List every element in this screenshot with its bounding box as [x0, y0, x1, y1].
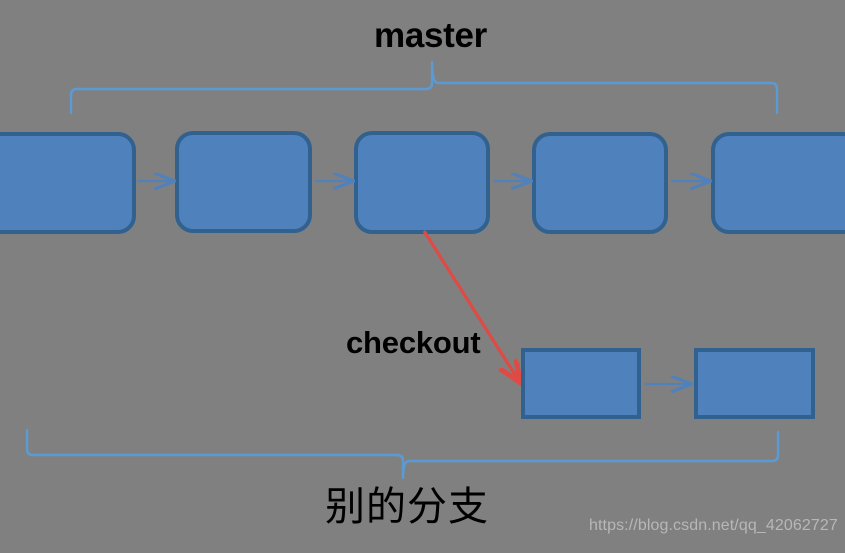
master-commit-node-3[interactable]: [354, 131, 490, 234]
branch-commit-node-1[interactable]: [521, 348, 641, 419]
other-branch-label: 别的分支: [325, 484, 489, 530]
master-commit-node-2[interactable]: [175, 131, 312, 233]
branch-commit-node-2[interactable]: [694, 348, 815, 419]
master-commit-node-1[interactable]: [0, 132, 136, 234]
checkout-label: checkout: [346, 325, 481, 360]
checkout-arrow: [422, 230, 519, 381]
other-branch-bracket: [25, 428, 780, 480]
watermark-text: https://blog.csdn.net/qq_42062727: [589, 517, 838, 534]
master-commit-node-5[interactable]: [711, 132, 845, 234]
master-commit-node-4[interactable]: [532, 132, 668, 234]
master-bracket: [69, 60, 779, 115]
master-branch-label: master: [374, 16, 487, 55]
